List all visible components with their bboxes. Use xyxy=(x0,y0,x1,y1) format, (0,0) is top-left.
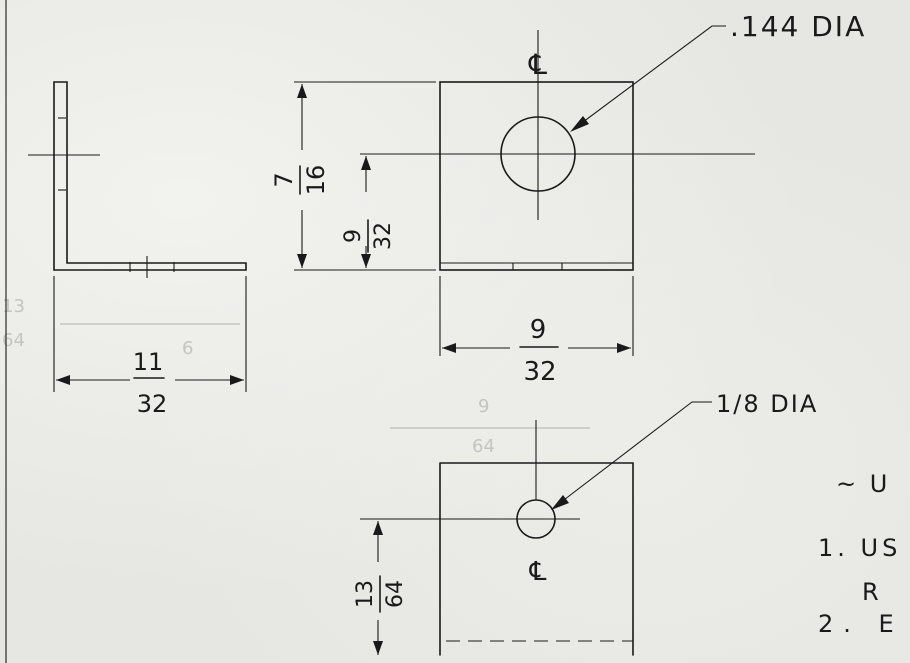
arrowhead xyxy=(570,116,589,132)
hole-height-num: 9 xyxy=(341,229,366,243)
note-1-line-1: 1. US xyxy=(818,534,901,562)
arrowhead xyxy=(617,343,631,353)
front-width-den: 32 xyxy=(523,357,556,387)
side-width-num: 11 xyxy=(133,348,164,376)
notes: ~ U 1. US R 2. E xyxy=(818,470,904,638)
front-view-outline xyxy=(439,81,634,271)
arrowhead xyxy=(297,84,307,98)
arrowhead xyxy=(361,156,371,170)
arrowhead xyxy=(361,254,371,268)
bottom-offset-label: 13 64 xyxy=(353,575,408,613)
bottom-centerline-symbol: ℄ xyxy=(529,557,547,587)
front-view: ℄ .144 DIA 7 16 9 32 xyxy=(270,10,866,387)
ghost-mid-num: 9 xyxy=(478,396,489,417)
hole-height-den: 32 xyxy=(371,222,396,250)
front-height-num: 7 xyxy=(270,172,298,187)
note-1-line-2: R xyxy=(862,578,879,606)
arrowhead xyxy=(373,521,383,535)
arrowhead xyxy=(373,641,383,655)
front-width-num: 9 xyxy=(530,315,547,345)
bottom-view: ℄ 1/8 DIA 13 64 xyxy=(353,390,818,656)
side-width-den: 32 xyxy=(137,390,168,418)
arrowhead xyxy=(297,254,307,268)
ghost-mid-den: 64 xyxy=(472,436,495,457)
bottom-offset-num: 13 xyxy=(353,580,378,608)
ghost-marks: 13 64 6 9 64 xyxy=(2,296,590,457)
side-view: 11 32 xyxy=(28,81,247,418)
front-height-den: 16 xyxy=(302,165,330,196)
arrowhead xyxy=(230,375,244,385)
arrowhead xyxy=(56,375,70,385)
callout-bottom-text: 1/8 DIA xyxy=(716,390,818,418)
note-2: 2. E xyxy=(818,610,904,638)
front-height-label: 7 16 xyxy=(270,165,330,196)
ghost-left-small: 6 xyxy=(182,338,193,359)
notes-title: ~ U xyxy=(836,470,890,498)
bottom-view-outline xyxy=(439,462,634,656)
arrowhead xyxy=(442,343,456,353)
side-view-outline xyxy=(53,81,247,271)
centerline-symbol: ℄ xyxy=(528,48,547,81)
bottom-offset-den: 64 xyxy=(383,580,408,608)
arrowhead xyxy=(551,495,569,510)
ghost-left-den: 64 xyxy=(2,330,25,351)
leader-line-bottom xyxy=(555,401,712,507)
leader-line-top xyxy=(574,25,726,129)
hole-height-label: 9 32 xyxy=(341,219,396,253)
ghost-left-num: 13 xyxy=(2,296,25,317)
callout-top-text: .144 DIA xyxy=(730,10,866,43)
